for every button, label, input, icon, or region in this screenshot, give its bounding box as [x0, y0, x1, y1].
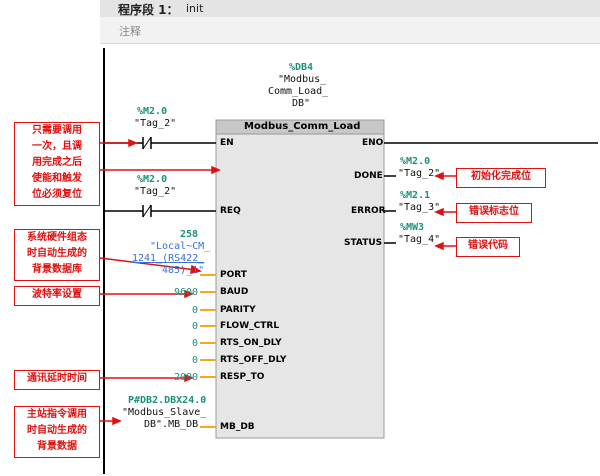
- function-block[interactable]: [215, 119, 385, 439]
- pin-port: PORT: [220, 270, 247, 280]
- mb-db-address[interactable]: P#DB2.DBX24.0: [128, 395, 207, 406]
- pin-mb-db: MB_DB: [220, 422, 255, 432]
- en-annotation: 只需要调用 一次，且调 用完成之后 使能和触发 位必须复位: [14, 122, 100, 206]
- comment-row[interactable]: [100, 17, 600, 44]
- port-name-3[interactable]: 485)_1": [162, 265, 205, 276]
- network-header: [100, 0, 600, 17]
- mb-db-name-2[interactable]: DB".MB_DB: [144, 419, 199, 430]
- mb-db-name-1[interactable]: "Modbus_Slave_: [122, 407, 207, 418]
- status-address[interactable]: %MW3: [400, 222, 425, 233]
- req-contact-address[interactable]: %M2.0: [137, 174, 168, 185]
- flow-ctrl-value[interactable]: 0: [192, 321, 199, 332]
- network-title: 程序段 1：: [118, 3, 179, 17]
- baud-value[interactable]: 9600: [174, 287, 199, 298]
- network-comment[interactable]: 注释: [119, 25, 141, 38]
- instance-db-name-1: "Modbus_: [278, 74, 327, 85]
- parity-value[interactable]: 0: [192, 305, 199, 316]
- req-contact-tag[interactable]: "Tag_2": [134, 186, 177, 197]
- instance-db-name-2: Comm_Load_: [268, 86, 329, 97]
- done-tag[interactable]: "Tag_2": [398, 168, 441, 179]
- rts-off-dly-value[interactable]: 0: [192, 355, 199, 366]
- pin-resp-to: RESP_TO: [220, 372, 265, 382]
- block-name[interactable]: Modbus_Comm_Load: [244, 121, 361, 132]
- status-annotation: 错误代码: [456, 237, 520, 257]
- baud-annotation: 波特率设置: [14, 286, 100, 306]
- pin-en: EN: [220, 138, 234, 148]
- port-name-1[interactable]: "Local~CM_: [150, 241, 211, 252]
- pin-status: STATUS: [344, 238, 383, 248]
- pin-baud: BAUD: [220, 287, 249, 297]
- done-address[interactable]: %M2.0: [400, 156, 431, 167]
- resp-annotation: 通讯延时时间: [14, 370, 100, 390]
- mbdb-annotation: 主站指令调用 时自动生成的 背景数据: [14, 406, 100, 458]
- pin-parity: PARITY: [220, 305, 256, 315]
- pin-error: ERROR: [351, 206, 386, 216]
- network-name[interactable]: init: [186, 2, 204, 15]
- pin-flow-ctrl: FLOW_CTRL: [220, 321, 280, 331]
- error-annotation: 错误标志位: [456, 203, 532, 223]
- port-value[interactable]: 258: [180, 229, 199, 240]
- pin-req: REQ: [220, 206, 241, 216]
- instance-db-address: %DB4: [289, 62, 314, 73]
- done-annotation: 初始化完成位: [456, 168, 546, 188]
- en-contact-address[interactable]: %M2.0: [137, 106, 168, 117]
- status-tag[interactable]: "Tag_4": [398, 234, 441, 245]
- pin-rts-off-dly: RTS_OFF_DLY: [220, 355, 287, 365]
- error-tag[interactable]: "Tag_3": [398, 202, 441, 213]
- pin-eno: ENO: [362, 138, 384, 148]
- en-contact-tag[interactable]: "Tag_2": [134, 118, 177, 129]
- port-name-2[interactable]: 1241_(RS422_: [132, 253, 205, 264]
- pin-rts-on-dly: RTS_ON_DLY: [220, 338, 282, 348]
- port-annotation: 系统硬件组态 时自动生成的 背景数据库: [14, 229, 100, 281]
- pin-done: DONE: [354, 171, 383, 181]
- rts-on-dly-value[interactable]: 0: [192, 338, 199, 349]
- error-address[interactable]: %M2.1: [400, 190, 431, 201]
- function-block-header: [215, 119, 385, 135]
- instance-db-name-3: DB": [292, 98, 311, 109]
- resp-to-value[interactable]: 2000: [174, 372, 199, 383]
